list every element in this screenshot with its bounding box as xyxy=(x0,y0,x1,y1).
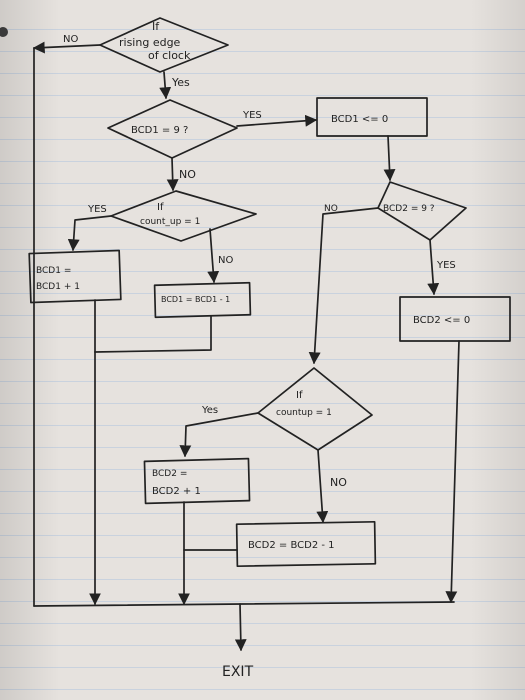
start-no-arrow xyxy=(32,41,101,54)
exit-label: EXIT xyxy=(222,664,254,680)
countup2-no-label: NO xyxy=(330,476,347,489)
bcd2-yes-arrow xyxy=(427,239,440,296)
bcd2-increment-line1: BCD2 = xyxy=(152,469,187,479)
bcd1-increment-line2: BCD1 + 1 xyxy=(36,282,80,292)
bcd2-no-arrow xyxy=(308,207,379,365)
countup2-line1: If xyxy=(296,390,303,401)
bcd2-reset-text: BCD2 <= 0 xyxy=(413,315,470,326)
countup1-no-label: NO xyxy=(218,255,233,266)
start-decision-line3: of clock xyxy=(148,49,191,62)
start-yes-arrow xyxy=(159,71,172,100)
bcd1-increment-box xyxy=(28,249,122,304)
bcd2-increment-box xyxy=(143,457,251,505)
exit-arrow xyxy=(234,603,247,652)
bottom-collector-line xyxy=(33,601,455,607)
countup1-no-arrow xyxy=(207,228,220,284)
bcd2-decrement-text: BCD2 = BCD2 - 1 xyxy=(248,540,335,551)
binder-hole xyxy=(0,27,8,37)
countup2-line2: countup = 1 xyxy=(276,408,332,418)
bcd1-yes-label: YES xyxy=(242,110,262,121)
bcd2-yes-label: YES xyxy=(436,260,456,271)
bcd2-reset-box xyxy=(399,296,511,342)
countup2-yes-arrow xyxy=(179,412,259,458)
bcd2-check-text: BCD2 = 9 ? xyxy=(383,204,435,214)
bcd2-decrement-box xyxy=(235,520,377,568)
start-yes-label: Yes xyxy=(171,76,190,89)
bcd1-no-arrow xyxy=(166,157,179,192)
countup2-no-arrow xyxy=(316,449,329,524)
start-no-label: NO xyxy=(63,34,78,45)
start-decision-line1: If xyxy=(152,20,160,33)
countup1-yes-arrow xyxy=(67,215,112,252)
bcd1-reset-text: BCD1 <= 0 xyxy=(331,114,388,125)
bcd1-no-label: NO xyxy=(179,168,196,181)
countup2-yes-label: Yes xyxy=(201,405,218,416)
countup1-line1: If xyxy=(157,202,164,213)
bcd1-reset-down-arrow xyxy=(383,135,396,182)
bcd2-no-label: NO xyxy=(324,204,338,214)
start-decision-diamond xyxy=(99,17,229,73)
bcd1-decrement-box xyxy=(153,281,252,319)
bcd1-merge-line xyxy=(94,315,212,353)
bcd1-reset-box xyxy=(316,97,428,137)
countup1-yes-label: YES xyxy=(87,204,107,215)
bcd1-increment-line1: BCD1 = xyxy=(36,266,71,276)
bcd1-check-text: BCD1 = 9 ? xyxy=(131,125,188,136)
countup1-line2: count_up = 1 xyxy=(140,217,200,227)
bcd1-yes-arrow xyxy=(236,114,318,127)
bcd1-decrement-text: BCD1 = BCD1 - 1 xyxy=(161,295,230,304)
countup1-diamond xyxy=(110,190,257,242)
bcd2-increment-line2: BCD2 + 1 xyxy=(152,486,201,497)
bcd2-reset-to-exit-arrow xyxy=(445,340,460,604)
start-decision-line2: rising edge xyxy=(119,36,181,49)
